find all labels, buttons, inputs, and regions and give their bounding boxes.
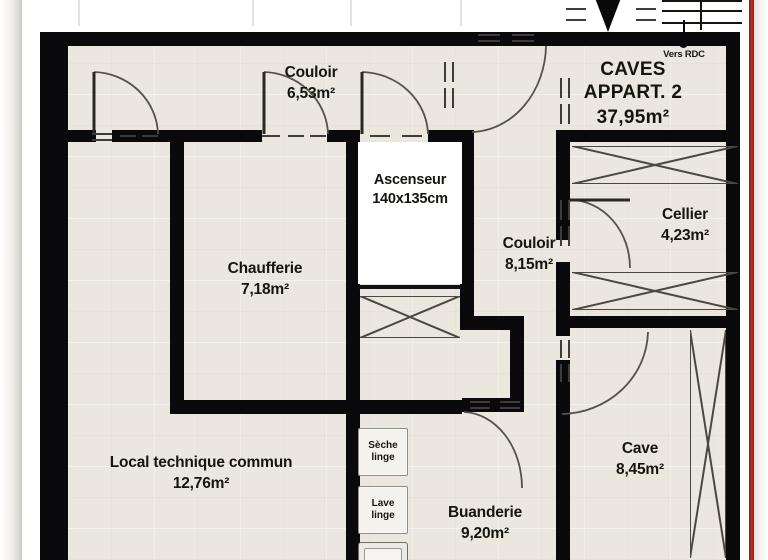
label-cellier-area: 4,23m²	[661, 227, 709, 244]
interior-wall-buanderie-north	[346, 400, 462, 414]
sill-dashes-near-stairs	[478, 30, 548, 44]
interior-wall-couloir-south-a	[112, 130, 262, 142]
title-total-area: 37,95m²	[596, 107, 670, 128]
sill-dashes-corridor2-threshold	[470, 398, 530, 412]
interior-wall-buanderie-west	[346, 414, 360, 560]
door-arc-corridor-elevator	[360, 71, 430, 136]
label-couloir-2-name: Couloir	[502, 235, 556, 252]
sill-dashes-elevator-door	[366, 131, 432, 143]
appliance-seche-linge-line1: Sèche	[368, 439, 398, 451]
interior-wall-vertical-east-zone	[556, 130, 570, 240]
stair-down-arrow-icon	[595, 0, 621, 32]
right-page-margin	[754, 0, 768, 560]
sill-dashes-stair-landing	[566, 6, 656, 26]
label-couloir-1-area: 6,53m²	[287, 85, 335, 102]
interior-wall-couloir-south-left	[68, 130, 96, 142]
label-ascenseur-name: Ascenseur	[373, 172, 447, 188]
interior-wall-cellier-south	[570, 316, 740, 328]
label-couloir-1-name: Couloir	[284, 64, 338, 81]
stair-tread-1	[662, 0, 742, 2]
appliance-lave-linge-line2: linge	[371, 510, 395, 521]
stair-stringer	[700, 0, 702, 30]
stair-tread-2	[662, 10, 742, 12]
right-red-edge-strip	[749, 0, 754, 560]
label-buanderie-name: Buanderie	[448, 504, 522, 521]
appliance-seche-linge: Sèche linge	[358, 428, 408, 476]
sill-dashes-topleft-2	[262, 131, 332, 143]
stair-note-vers-rdc: Vers RDC	[663, 49, 705, 60]
outer-wall-top	[40, 32, 740, 46]
interior-wall-vertical-chaufferie-east	[346, 142, 360, 412]
label-chaufferie-name: Chaufferie	[227, 260, 303, 277]
interior-wall-chaufferie-south	[170, 400, 360, 414]
appliance-lave-linge-line1: Lave	[371, 497, 395, 509]
sill-dashes-vertical-corridor-a	[444, 62, 462, 108]
door-arc-main-entry	[470, 44, 548, 134]
elevator-door-threshold	[358, 285, 462, 289]
sill-dashes-vertical-corridor-d	[560, 340, 578, 386]
outer-wall-left	[40, 32, 68, 560]
sill-dashes-vertical-corridor-b	[560, 200, 578, 248]
title-appart-2: APPART. 2	[583, 82, 683, 103]
left-page-margin	[0, 0, 22, 560]
label-cave-area: 8,45m²	[616, 461, 664, 478]
label-ascenseur-size: 140x135cm	[372, 191, 448, 207]
stair-direction-stem	[683, 20, 685, 42]
label-local-technique-name: Local technique commun	[109, 454, 293, 471]
interior-wall-couloir-south-b	[327, 130, 360, 142]
label-buanderie-area: 9,20m²	[461, 525, 509, 542]
label-local-technique-area: 12,76m²	[172, 475, 230, 492]
appliance-lave-linge: Lave linge	[358, 486, 408, 534]
top-window-upper-right	[350, 0, 462, 26]
interior-wall-vertical-corridor2-lower	[510, 316, 524, 412]
interior-wall-vertical-elevator-east	[460, 130, 474, 330]
door-arc-cave	[560, 330, 650, 416]
label-chaufferie-area: 7,18m²	[241, 281, 289, 298]
top-window-upper-left	[78, 0, 254, 26]
rack-cave-east	[690, 330, 726, 558]
door-arc-topleft-1	[92, 71, 160, 136]
door-arc-buanderie	[462, 411, 524, 490]
interior-wall-vertical-east-zone-lower	[556, 262, 570, 336]
outer-wall-right	[726, 32, 740, 560]
sink-basin	[364, 548, 402, 560]
sink-fixture	[358, 542, 408, 560]
label-cellier-name: Cellier	[662, 206, 708, 223]
rack-below-elevator	[360, 296, 460, 338]
label-cave-name: Cave	[621, 440, 659, 457]
interior-wall-vertical-east-zone-cave	[556, 360, 570, 560]
sill-dashes-vertical-corridor-c	[560, 78, 578, 126]
elevator-shaft-box	[358, 142, 462, 284]
door-arc-topleft-2	[262, 71, 330, 136]
stair-tread-3	[662, 22, 742, 24]
title-caves: CAVES	[600, 59, 666, 80]
label-couloir-2-area: 8,15m²	[505, 256, 553, 273]
rack-cellier-upper	[572, 146, 738, 184]
door-arc-cellier	[569, 198, 632, 270]
appliance-seche-linge-line2: linge	[371, 452, 395, 463]
interior-wall-couloir-south-c	[428, 130, 460, 142]
interior-wall-cellier-north	[556, 130, 740, 142]
interior-wall-vertical-chaufferie-west	[170, 142, 184, 412]
stair-direction-origin-dot	[679, 39, 688, 48]
sill-dashes-topleft-1	[92, 131, 162, 143]
interior-wall-corridor2-south-jog	[460, 316, 524, 330]
rack-cellier-lower	[572, 272, 738, 310]
staircase-block	[662, 0, 742, 30]
